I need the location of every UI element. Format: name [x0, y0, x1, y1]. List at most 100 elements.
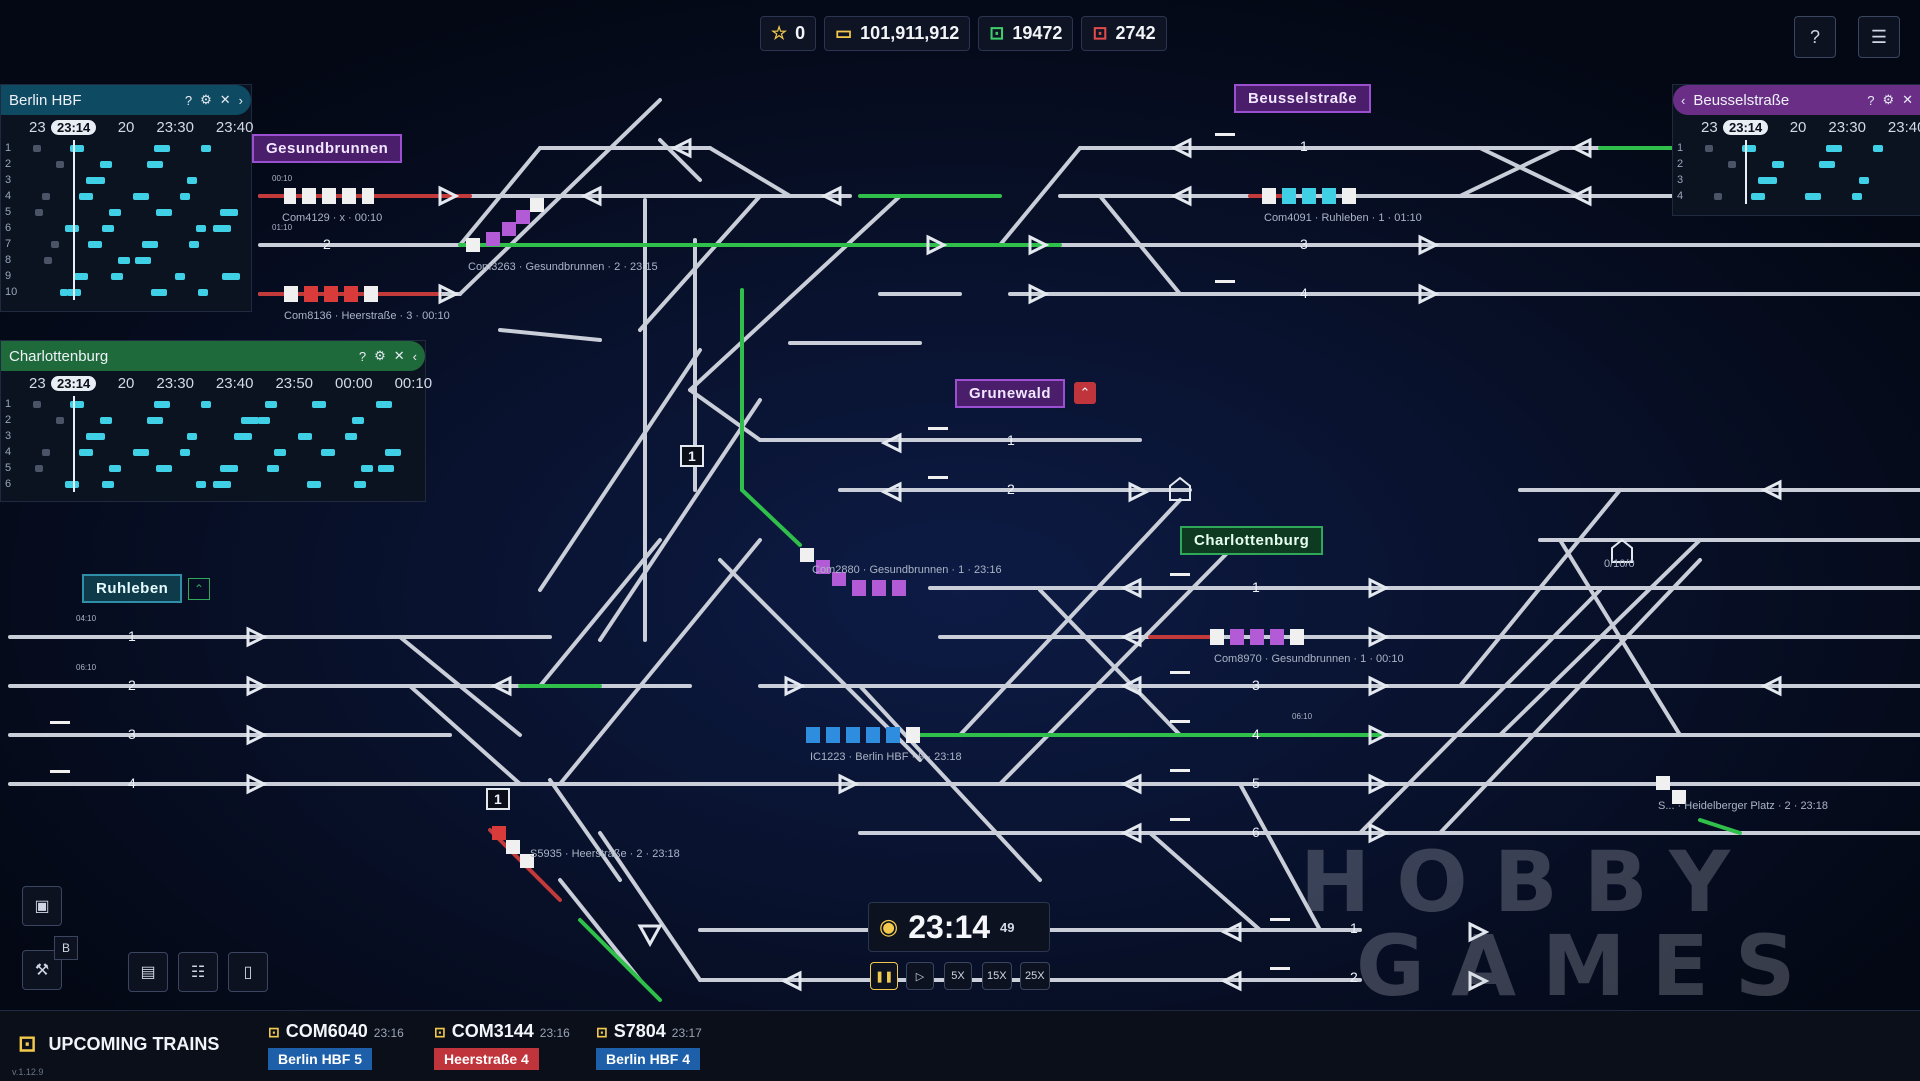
train-label[interactable]: Com4129 · x · 00:10: [282, 212, 383, 224]
help-button[interactable]: ?: [1794, 16, 1836, 58]
menu-button[interactable]: ☰: [1858, 16, 1900, 58]
schedule-block: [56, 161, 64, 168]
speed-5x-button[interactable]: 5X: [944, 962, 972, 990]
timetable-row[interactable]: 2: [1, 156, 251, 172]
schedule-block: [133, 449, 149, 456]
signal-box[interactable]: 1: [680, 445, 704, 467]
row-track: [23, 431, 425, 441]
help-icon[interactable]: ?: [1867, 92, 1875, 108]
timetable-row[interactable]: 6: [1, 476, 425, 492]
train-label[interactable]: S5935 · Heerstraße · 2 · 23:18: [530, 848, 680, 860]
panel-header[interactable]: Berlin HBF ? ⚙ ✕ ›: [1, 85, 251, 115]
gear-icon[interactable]: ⚙: [1882, 92, 1895, 107]
station-label-charlottenburg[interactable]: Charlottenburg: [1180, 526, 1324, 555]
schedule-block: [198, 289, 208, 296]
timetable-row[interactable]: 7: [1, 236, 251, 252]
timetable-row[interactable]: 6: [1, 220, 251, 236]
timetable-row[interactable]: 5: [1, 204, 251, 220]
track-number: 4: [128, 775, 136, 791]
schedule-block: [65, 481, 79, 488]
schedule-block: [93, 177, 105, 184]
row-track: [23, 287, 251, 297]
ruhleben-expand-icon[interactable]: ⌃: [188, 578, 210, 600]
station-label-ruhleben[interactable]: Ruhleben: [82, 574, 183, 603]
timetable-row[interactable]: 1: [1673, 140, 1920, 156]
train-label[interactable]: Com8136 · Heerstraße · 3 · 00:10: [284, 310, 450, 322]
row-track: [23, 479, 425, 489]
chevron-left-icon[interactable]: ‹: [1681, 92, 1686, 108]
schedule-block: [1705, 145, 1713, 152]
timetable-row[interactable]: 3: [1, 172, 251, 188]
timetable-row[interactable]: 8: [1, 252, 251, 268]
schedule-block: [321, 449, 335, 456]
schedule-block: [154, 145, 170, 152]
timetable-panel-beusselstrasse[interactable]: ‹ Beusselstraße ? ⚙ ✕ 23 23:14 20 23:30 …: [1672, 84, 1920, 216]
timetable-row[interactable]: 5: [1, 460, 425, 476]
gear-icon[interactable]: ⚙: [374, 348, 386, 363]
timetable-row[interactable]: 9: [1, 268, 251, 284]
schedule-block: [102, 481, 114, 488]
train-label[interactable]: Com3263 · Gesundbrunnen · 2 · 23:15: [468, 261, 658, 273]
station-label-grunewald[interactable]: Grunewald: [955, 379, 1066, 408]
schedule-block: [196, 225, 206, 232]
timetable-row[interactable]: 2: [1, 412, 425, 428]
row-number: 10: [5, 286, 18, 298]
station-label-beusselstrasse[interactable]: Beusselstraße: [1234, 84, 1372, 113]
report-button[interactable]: ▯: [228, 952, 268, 992]
close-icon[interactable]: ✕: [1902, 92, 1913, 107]
train-icon: ⊡: [18, 1031, 37, 1056]
help-icon[interactable]: ?: [184, 92, 193, 108]
timetable-row[interactable]: 3: [1673, 172, 1920, 188]
train-label[interactable]: IC1223 · Berlin HBF · 9 · 23:18: [810, 751, 962, 763]
train-label[interactable]: Com8970 · Gesundbrunnen · 1 · 00:10: [1214, 653, 1404, 665]
document-icon: ▤: [140, 964, 156, 981]
row-number: 2: [5, 414, 12, 426]
row-number: 4: [5, 446, 12, 458]
schedule-block: [93, 433, 105, 440]
timetable-row[interactable]: 4: [1, 188, 251, 204]
track-number: 4: [1300, 285, 1308, 301]
schedule-block: [74, 273, 88, 280]
schedule-block: [33, 145, 41, 152]
timetable-button[interactable]: ▤: [128, 952, 168, 992]
timetable-row[interactable]: 4: [1673, 188, 1920, 204]
chevron-right-icon[interactable]: ›: [238, 92, 243, 108]
timetable-row[interactable]: 1: [1, 396, 425, 412]
chevron-left-icon[interactable]: ‹: [412, 348, 417, 364]
timetable-panel-berlin[interactable]: Berlin HBF ? ⚙ ✕ › 23 23:14 20 23:30 23:…: [0, 84, 253, 312]
timetable-panel-charlottenburg[interactable]: Charlottenburg ? ⚙ ✕ ‹ 23 23:14 20 23:30…: [0, 340, 432, 502]
close-icon[interactable]: ✕: [219, 92, 231, 107]
timetable-row[interactable]: 3: [1, 428, 425, 444]
schedule-block: [1819, 161, 1835, 168]
depot-icon[interactable]: [1169, 476, 1633, 563]
timetable-row[interactable]: 1: [1, 140, 251, 156]
panel-title: Berlin HBF: [9, 91, 82, 109]
filters-button[interactable]: ☷: [178, 952, 218, 992]
station-label-gesundbrunnen[interactable]: Gesundbrunnen: [252, 134, 403, 163]
close-icon[interactable]: ✕: [393, 348, 405, 363]
settings-chip-button[interactable]: ▣: [22, 886, 62, 926]
grunewald-alert-icon[interactable]: ⌃: [1074, 382, 1096, 404]
train-label[interactable]: Com2880 · Gesundbrunnen · 1 · 23:16: [812, 564, 1002, 576]
chip-icon: ▣: [34, 898, 50, 915]
train-label[interactable]: S... · Heidelberger Platz · 2 · 23:18: [1658, 800, 1828, 812]
pause-button[interactable]: ❚❚: [870, 962, 899, 990]
speed-25x-button[interactable]: 25X: [1020, 962, 1050, 990]
play-button[interactable]: ▷: [906, 962, 934, 990]
train-label[interactable]: Com4091 · Ruhleben · 1 · 01:10: [1264, 212, 1422, 224]
schedule-block: [220, 209, 238, 216]
help-icon[interactable]: ?: [358, 348, 367, 364]
timetable-row[interactable]: 10: [1, 284, 251, 300]
schedule-block: [56, 417, 64, 424]
gear-icon[interactable]: ⚙: [200, 92, 212, 107]
speed-15x-button[interactable]: 15X: [982, 962, 1012, 990]
panel-header[interactable]: ‹ Beusselstraße ? ⚙ ✕: [1673, 85, 1920, 115]
timetable-row[interactable]: 4: [1, 444, 425, 460]
panel-header[interactable]: Charlottenburg ? ⚙ ✕ ‹: [1, 341, 425, 371]
signal-box[interactable]: 1: [486, 788, 510, 810]
timetable-row[interactable]: 2: [1673, 156, 1920, 172]
